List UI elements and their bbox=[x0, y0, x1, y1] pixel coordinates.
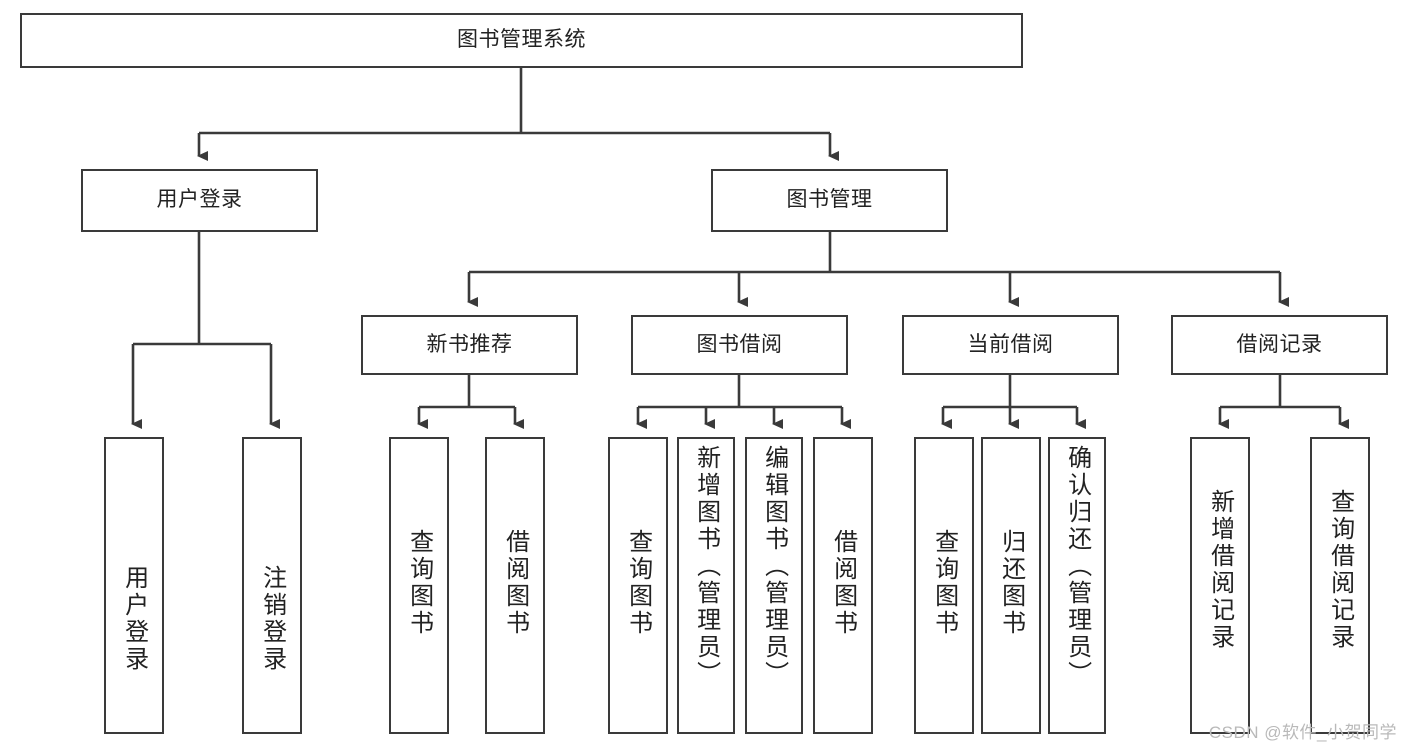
node-book-borrow[interactable]: 图书借阅 bbox=[631, 315, 848, 375]
node-label: 确认归还（管理员） bbox=[1063, 445, 1091, 688]
node-label: 新书推荐 bbox=[426, 332, 513, 356]
node-leaf-add-borrow-record[interactable]: 新增借阅记录 bbox=[1190, 437, 1250, 734]
node-borrow-record[interactable]: 借阅记录 bbox=[1171, 315, 1388, 375]
node-label: 查询图书 bbox=[405, 529, 433, 637]
node-label: 查询图书 bbox=[930, 529, 958, 637]
node-label: 新增借阅记录 bbox=[1206, 489, 1234, 651]
node-label: 用户登录 bbox=[156, 188, 243, 212]
node-book-management[interactable]: 图书管理 bbox=[711, 169, 948, 232]
node-label: 借阅图书 bbox=[501, 529, 529, 637]
node-leaf-query-book-2[interactable]: 查询图书 bbox=[608, 437, 668, 734]
node-label: 图书管理系统 bbox=[457, 28, 586, 52]
node-label: 编辑图书（管理员） bbox=[760, 445, 788, 688]
node-user-login[interactable]: 用户登录 bbox=[81, 169, 318, 232]
node-label: 注销登录 bbox=[258, 565, 286, 673]
node-current-borrow[interactable]: 当前借阅 bbox=[902, 315, 1119, 375]
node-label: 归还图书 bbox=[997, 529, 1025, 637]
node-label: 图书借阅 bbox=[696, 332, 783, 356]
node-leaf-edit-book-admin[interactable]: 编辑图书（管理员） bbox=[745, 437, 803, 734]
node-leaf-borrow-book-2[interactable]: 借阅图书 bbox=[813, 437, 873, 734]
node-label: 查询借阅记录 bbox=[1326, 489, 1354, 651]
node-label: 用户登录 bbox=[120, 565, 148, 673]
watermark-text: CSDN @软件_小贺同学 bbox=[1208, 723, 1397, 742]
node-leaf-query-borrow-record[interactable]: 查询借阅记录 bbox=[1310, 437, 1370, 734]
node-leaf-return-book[interactable]: 归还图书 bbox=[981, 437, 1041, 734]
node-leaf-add-book-admin[interactable]: 新增图书（管理员） bbox=[677, 437, 735, 734]
node-leaf-query-book-1[interactable]: 查询图书 bbox=[389, 437, 449, 734]
node-leaf-query-book-3[interactable]: 查询图书 bbox=[914, 437, 974, 734]
node-label: 借阅记录 bbox=[1236, 332, 1323, 356]
node-leaf-user-login[interactable]: 用户登录 bbox=[104, 437, 164, 734]
node-label: 图书管理 bbox=[786, 188, 873, 212]
node-label: 当前借阅 bbox=[967, 332, 1054, 356]
node-leaf-borrow-book-1[interactable]: 借阅图书 bbox=[485, 437, 545, 734]
node-label: 查询图书 bbox=[624, 529, 652, 637]
node-leaf-logout[interactable]: 注销登录 bbox=[242, 437, 302, 734]
node-leaf-confirm-return-admin[interactable]: 确认归还（管理员） bbox=[1048, 437, 1106, 734]
node-root-system[interactable]: 图书管理系统 bbox=[20, 13, 1023, 68]
node-new-book-recommend[interactable]: 新书推荐 bbox=[361, 315, 578, 375]
node-label: 借阅图书 bbox=[829, 529, 857, 637]
node-label: 新增图书（管理员） bbox=[692, 445, 720, 688]
